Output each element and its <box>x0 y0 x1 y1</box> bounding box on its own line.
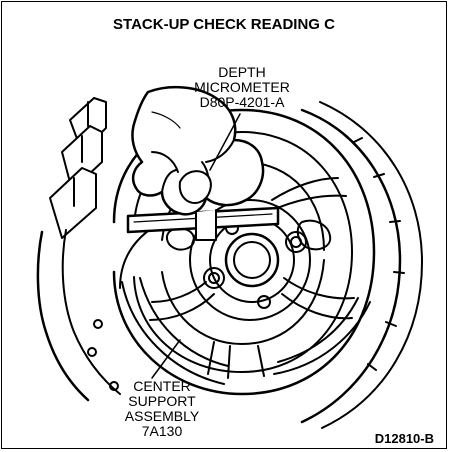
label-line: D80P-4201-A <box>199 94 285 110</box>
diagram-illustration <box>36 86 423 429</box>
depth-micrometer-label: DEPTH MICROMETER D80P-4201-A <box>172 65 312 110</box>
left-flange <box>36 97 121 402</box>
leader-lines <box>151 113 241 379</box>
lower-passages <box>119 227 371 385</box>
hand <box>131 86 265 216</box>
label-line: ASSEMBLY <box>124 408 200 424</box>
label-line: MICROMETER <box>194 79 290 95</box>
housing <box>300 101 423 429</box>
label-line: SUPPORT <box>128 393 196 409</box>
micrometer-bar <box>126 206 280 241</box>
figure-code: D12810-B <box>374 431 434 446</box>
figure-title: STACK-UP CHECK READING C <box>113 16 335 33</box>
label-line: 7A130 <box>141 423 183 439</box>
label-line: DEPTH <box>218 64 266 80</box>
center-support-label: CENTER SUPPORT ASSEMBLY 7A130 <box>102 379 222 439</box>
label-line: CENTER <box>133 378 191 394</box>
